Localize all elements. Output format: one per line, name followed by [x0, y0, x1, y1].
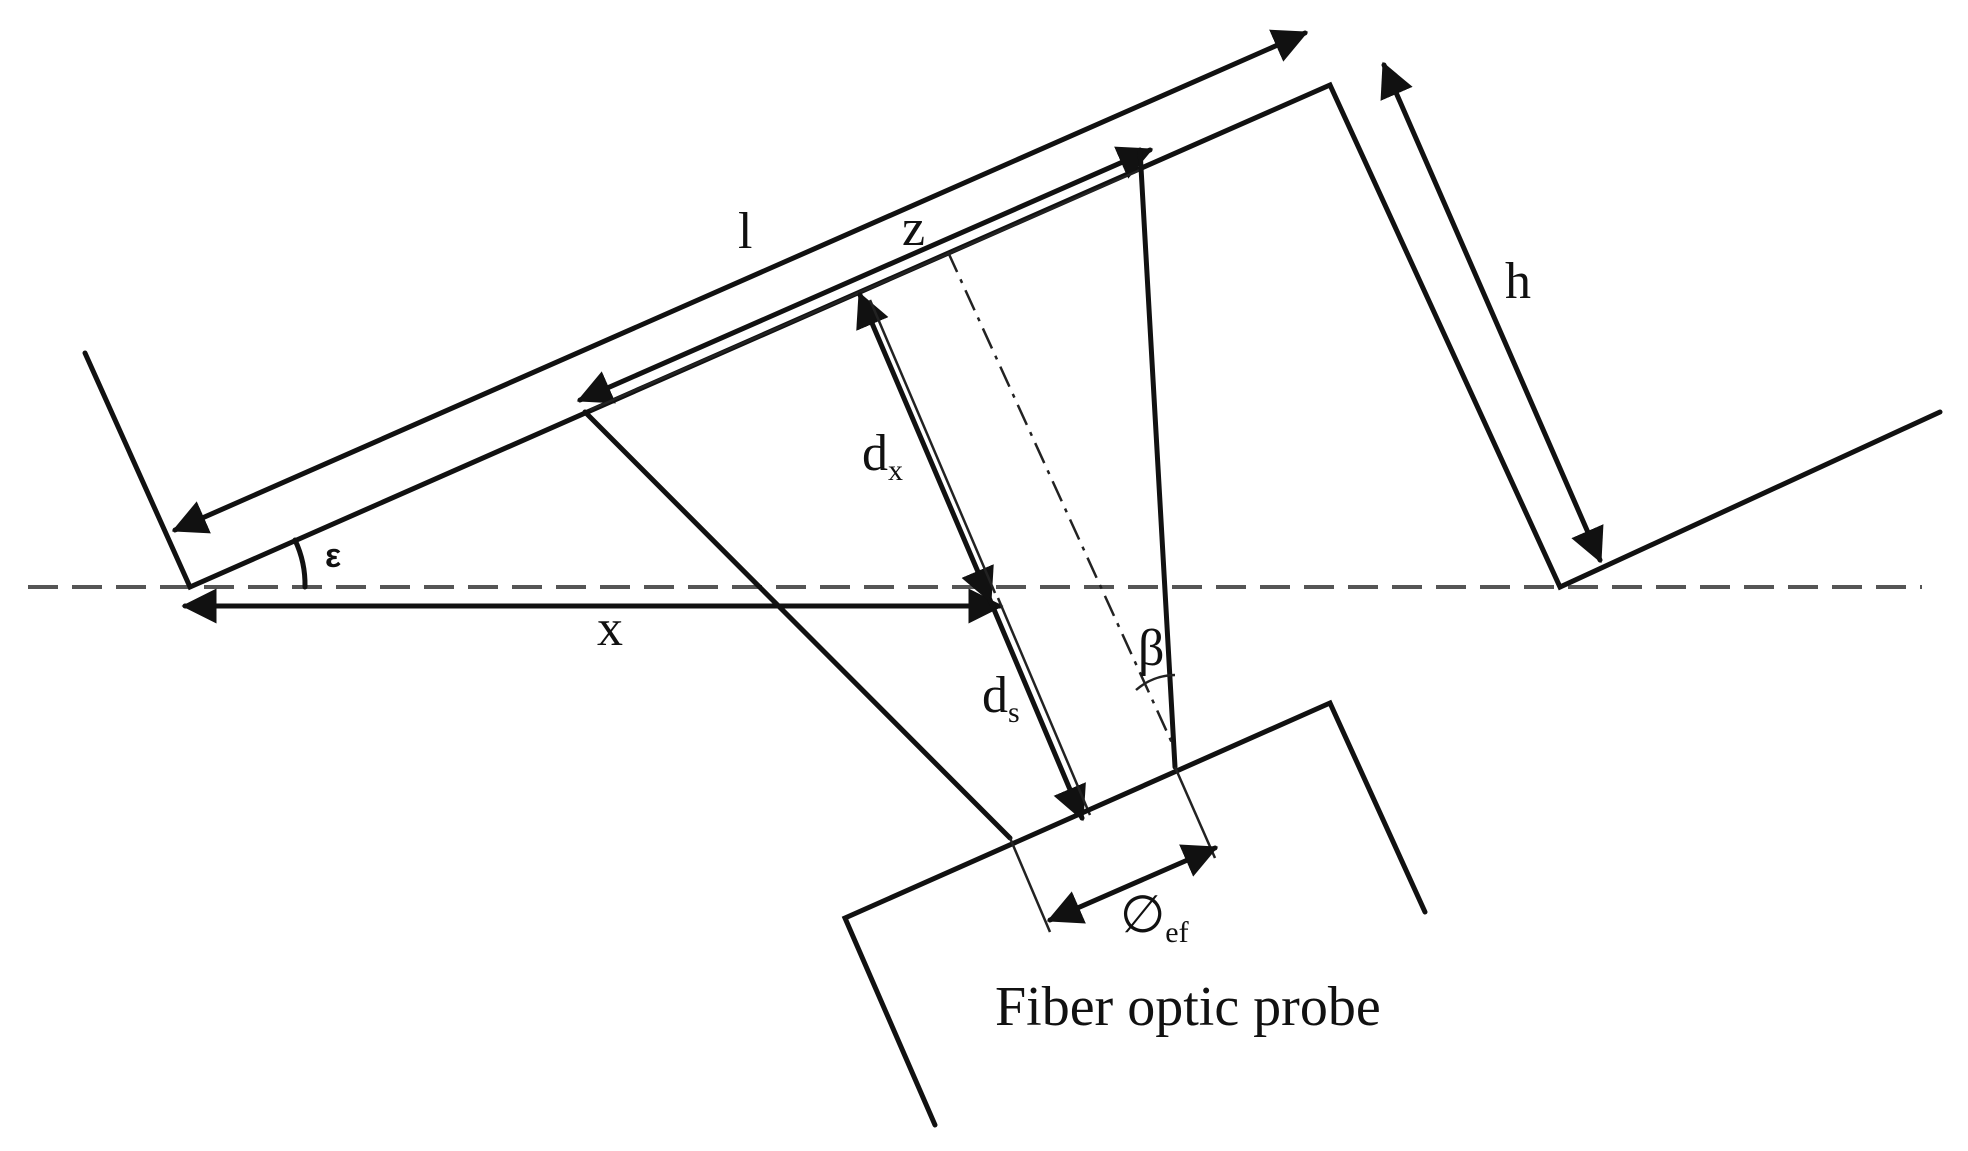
label-fiber-optic-probe: Fiber optic probe: [995, 976, 1381, 1038]
probe-body-outline: [841, 699, 1428, 1128]
phi-extension-right: [1173, 766, 1217, 859]
label-ds-main: d: [982, 667, 1008, 724]
label-ds-subscript: s: [1008, 696, 1020, 729]
label-epsilon: ε: [325, 537, 341, 575]
label-dx-main: d: [862, 425, 888, 482]
h-dimension-arrow: [1380, 61, 1604, 564]
epsilon-angle-arc: [292, 537, 308, 590]
phi-extension-left: [1008, 837, 1052, 933]
label-z: z: [902, 200, 925, 257]
z-dimension-inner-line: [589, 168, 1141, 412]
label-l: l: [738, 203, 752, 260]
beam-right-edge: [1137, 147, 1178, 770]
label-h: h: [1505, 253, 1531, 310]
label-phi-subscript: ef: [1165, 916, 1188, 949]
dx-inner-line: [868, 299, 997, 594]
phi-dimension-arrow: [1046, 844, 1219, 924]
ds-inner-line: [996, 597, 1092, 816]
ds-dimension-arrow: [987, 597, 1086, 822]
label-x: x: [597, 600, 623, 657]
l-dimension-arrow: [171, 29, 1309, 534]
beam-left-edge: [582, 409, 1013, 841]
z-dimension-arrow: [576, 146, 1154, 404]
label-phi-main: ∅: [1120, 887, 1165, 944]
label-beta: β: [1138, 620, 1164, 677]
dx-dimension-arrow: [856, 291, 994, 604]
label-ds: ds: [982, 667, 1020, 729]
beta-angle-arc: [1135, 673, 1176, 691]
surface-outline: [82, 81, 1943, 591]
label-dx-subscript: x: [888, 454, 903, 487]
label-phi: ∅ef: [1120, 887, 1189, 949]
label-dx: dx: [862, 425, 903, 487]
